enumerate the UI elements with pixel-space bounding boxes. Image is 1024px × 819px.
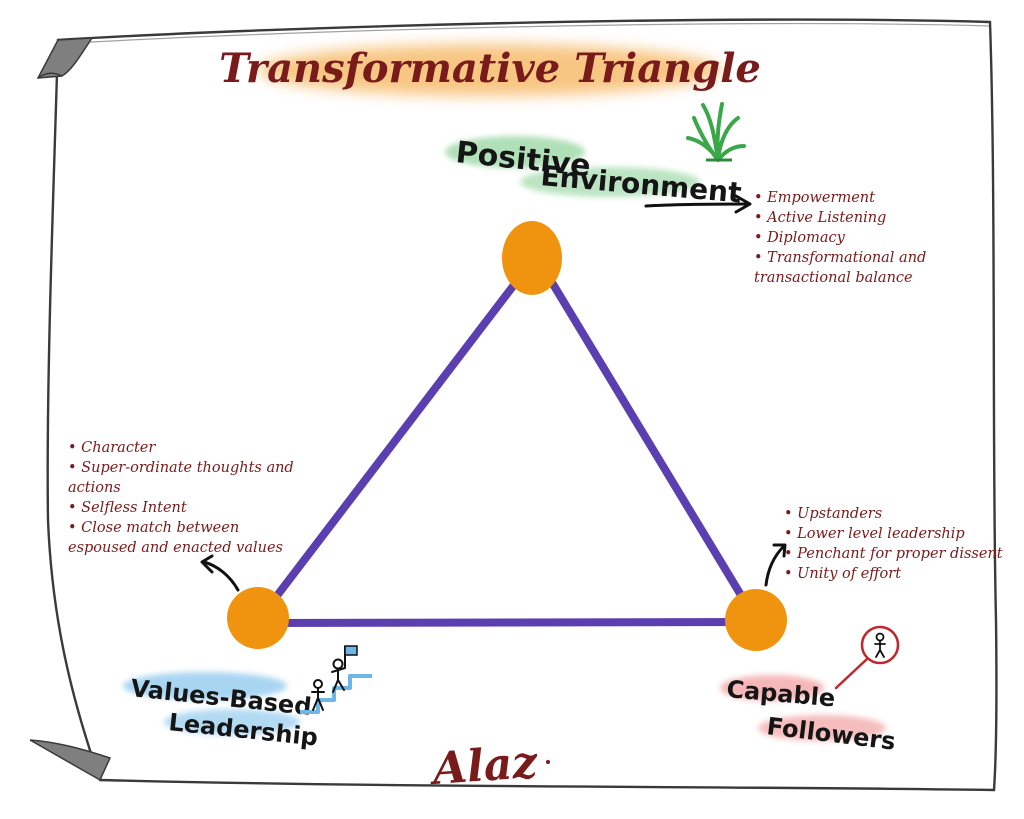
node-right: [725, 589, 787, 651]
climbing-stairs-icon: [300, 645, 372, 714]
env-bullet: Diplomacy: [754, 228, 984, 248]
values-bullet-list: Character Super-ordinate thoughts and ac…: [68, 438, 308, 558]
env-bullet: Active Listening: [754, 208, 984, 228]
triangle-edge-bottom: [256, 618, 760, 627]
env-highlight-2: [520, 167, 700, 197]
env-bullet-list: Empowerment Active Listening Diplomacy T…: [754, 188, 984, 288]
signature: Alaz: [427, 737, 550, 796]
env-arrow: [644, 194, 752, 214]
env-highlight: [445, 136, 585, 168]
followers-highlight: [720, 675, 824, 701]
values-bullet: Super-ordinate thoughts and actions: [68, 458, 308, 498]
followers-bullet-list: Upstanders Lower level leadership Pencha…: [784, 504, 1019, 584]
title-group: Transformative Triangle: [219, 44, 761, 96]
followers-bullet: Lower level leadership: [784, 524, 1019, 544]
values-highlight: [123, 672, 287, 700]
plant-icon: [686, 102, 746, 162]
followers-highlight-2: [758, 715, 886, 741]
values-arrow: [200, 554, 240, 592]
env-bullet: Transformational and transactional balan…: [754, 248, 984, 288]
page-title: Transformative Triangle: [219, 45, 761, 92]
followers-bullet: Upstanders: [784, 504, 1019, 524]
node-left: [227, 587, 289, 649]
values-highlight-2: [164, 709, 300, 735]
followers-bullet: Unity of effort: [784, 564, 1019, 584]
env-bullet: Empowerment: [754, 188, 984, 208]
signature-text: Alaz: [427, 737, 540, 796]
magnifier-person-icon: [834, 625, 900, 690]
title-glow: [258, 44, 722, 96]
followers-bullet: Penchant for proper dissent: [784, 544, 1019, 564]
node-top: [502, 221, 562, 295]
scroll-curl-bottom-left: [29, 739, 112, 782]
values-bullet: Character: [68, 438, 308, 458]
scroll-curl-top-left: [36, 37, 94, 79]
values-bullet: Close match between espoused and enacted…: [68, 518, 308, 558]
values-bullet: Selfless Intent: [68, 498, 308, 518]
triangle-edge-right: [532, 252, 760, 624]
